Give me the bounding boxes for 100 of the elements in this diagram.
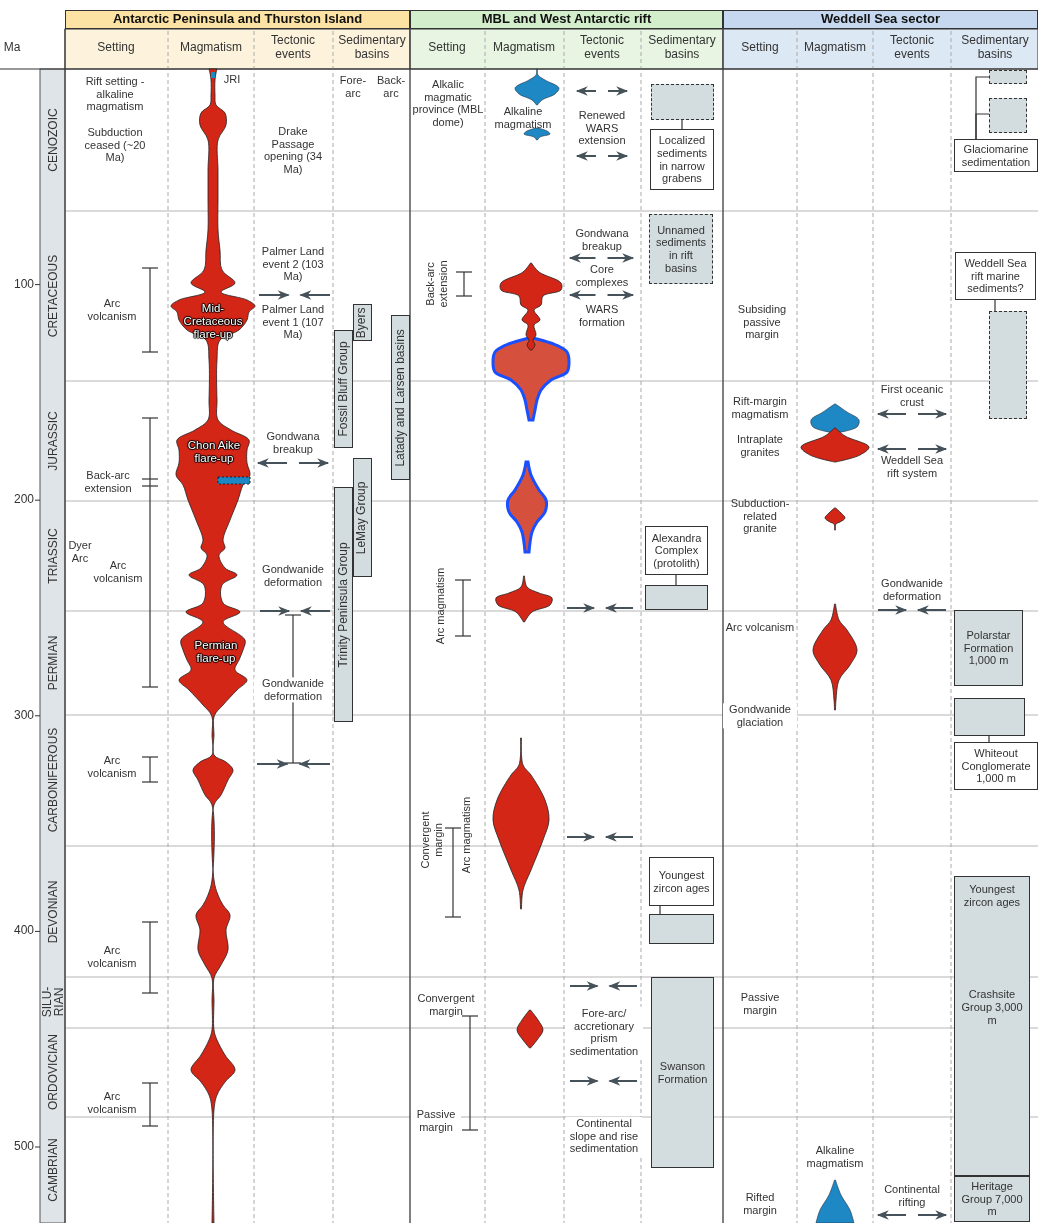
period-name: SILU-RIAN <box>41 985 65 1020</box>
annotation: Convergent margin <box>419 810 445 871</box>
sediment-unit-box <box>954 610 1023 686</box>
leader-line <box>994 299 996 312</box>
annotation: Gondwana breakup <box>265 430 321 456</box>
unit-label: Swanson Formation <box>656 1059 709 1086</box>
sediment-unit-box <box>649 914 714 944</box>
column-heading: Tectonic events <box>579 34 625 62</box>
unit-label: Heritage Group 7,000 m <box>960 1180 1024 1218</box>
annotation: Rift-margin magmatism <box>730 395 790 421</box>
axis-tick-label: 300 <box>12 708 34 723</box>
annotation: Arc magmatism <box>433 566 447 647</box>
annotation: Mid-Cretaceous flare-up <box>182 302 244 342</box>
annotation: Arc volcanism <box>86 1090 138 1116</box>
period-name: CENOZOIC <box>47 107 59 174</box>
sector-header <box>65 10 410 29</box>
annotation: Fore-arc/ accretionary prism sedimentation <box>565 1006 643 1058</box>
annotation: Permian flare-up <box>193 638 239 666</box>
annotation: Fore- arc <box>338 74 368 100</box>
annotation: Subduction ceased (~20 Ma) <box>83 126 147 164</box>
unit-label: Crashsite Group 3,000 m <box>960 988 1024 1027</box>
unit-label: Unnamed sediments in rift basins <box>654 223 708 275</box>
annotation: Intraplate granites <box>736 433 784 459</box>
period-name: CAMBRIAN <box>47 1137 59 1204</box>
axis-tick-label: 400 <box>12 924 34 939</box>
annotation: Continental slope and rise sedimentation <box>566 1117 642 1155</box>
annotation: Back-arc extension <box>83 469 133 495</box>
callout-box <box>954 139 1038 172</box>
period-name: CRETACEOUS <box>47 253 59 340</box>
annotation: Rift setting - alkaline magmatism <box>84 75 146 113</box>
annotation: Renewed WARS extension <box>577 109 627 147</box>
annotation: Convergent margin <box>416 992 476 1018</box>
unit-label: MBL and West Antarctic rift <box>481 12 652 27</box>
annotation: WARS formation <box>578 303 626 329</box>
annotation: Chon Aike flare-up <box>186 438 242 466</box>
period-name: ORDOVICIAN <box>47 1033 59 1112</box>
annotation: Gondwanide glaciation <box>723 703 797 729</box>
annotation: Dyer Arc <box>67 539 93 565</box>
sediment-group-bar <box>334 487 353 722</box>
unit-label: Whiteout Conglomerate 1,000 m <box>960 747 1032 785</box>
period-name: JURASSIC <box>47 410 59 473</box>
axis-tick-label: 500 <box>12 1140 34 1154</box>
inferred-sediment-box <box>649 214 713 284</box>
sector-header <box>723 10 1038 29</box>
callout-box <box>649 857 714 906</box>
period-name: CARBONIFEROUS <box>47 726 59 835</box>
unit-label: Glaciomarine sedimentation <box>960 142 1032 169</box>
unit-label: Latady and Larsen basins <box>393 328 408 467</box>
sediment-unit-box <box>954 698 1025 736</box>
unit-label: Youngest zircon ages <box>962 883 1022 909</box>
inferred-sediment-box <box>989 98 1027 133</box>
inferred-sediment-box <box>651 84 714 120</box>
unit-label: Antarctic Peninsula and Thurston Island <box>112 12 363 27</box>
callout-box <box>955 252 1036 300</box>
annotation: Alkaline magmatism <box>493 105 553 131</box>
column-heading: Magmatism <box>803 41 867 55</box>
callout-box <box>954 742 1038 790</box>
unit-label: Weddell Sea sector <box>821 12 940 27</box>
unit-label: Polarstar Formation 1,000 m <box>962 629 1015 667</box>
sector-header <box>410 10 723 29</box>
unit-label: Alexandra Complex (protolith) <box>650 531 703 570</box>
annotation: Drake Passage opening (34 Ma) <box>263 124 323 176</box>
unit-label: Byers <box>355 307 370 338</box>
column-heading: Setting <box>740 41 780 55</box>
annotation: Palmer Land event 2 (103 Ma) <box>260 245 326 283</box>
annotation: Back-arc extension <box>424 259 450 310</box>
unit-label: LeMay Group <box>355 481 370 554</box>
column-heading: Setting <box>427 41 467 55</box>
sediment-group-bar <box>353 458 372 577</box>
unit-label: Youngest zircon ages <box>652 868 711 895</box>
column-heading: Sedimentary basins <box>647 34 717 62</box>
unit-label: Trinity Peninsula Group <box>336 542 351 667</box>
annotation: Gondwanide deformation <box>261 563 325 589</box>
column-heading: Ma <box>2 41 22 55</box>
annotation: Subsiding passive margin <box>736 303 788 341</box>
sediment-group-bar <box>334 330 353 448</box>
annotation: Arc volcanism <box>86 944 138 970</box>
column-heading: Tectonic events <box>270 34 316 62</box>
annotation: Back- arc <box>375 74 407 100</box>
annotation: JRI <box>222 72 242 86</box>
column-heading: Sedimentary basins <box>960 34 1030 62</box>
period-name: TRIASSIC <box>47 527 59 586</box>
annotation: Continental rifting <box>883 1183 941 1209</box>
period-name: PERMIAN <box>47 634 59 693</box>
annotation: Arc volcanism <box>86 297 138 323</box>
annotation: Gondwanide deformation <box>880 577 944 603</box>
annotation: Passive margin <box>411 1108 461 1134</box>
annotation: Arc volcanism <box>92 559 144 585</box>
annotation: Passive margin <box>739 991 781 1017</box>
column-heading: Tectonic events <box>889 34 935 62</box>
unit-label: Weddell Sea rift marine sediments? <box>963 257 1028 295</box>
annotation: Gondwana breakup <box>574 227 630 253</box>
column-heading: Magmatism <box>492 41 556 55</box>
inferred-sediment-box <box>989 311 1027 419</box>
sediment-group-bar <box>391 315 410 480</box>
unit-label: Fossil Bluff Group <box>336 341 351 437</box>
sediment-unit-box <box>954 1176 1030 1222</box>
annotation: Weddell Sea rift system <box>879 454 945 480</box>
column-heading: Sedimentary basins <box>337 34 407 62</box>
axis-tick-label: 200 <box>12 493 34 508</box>
